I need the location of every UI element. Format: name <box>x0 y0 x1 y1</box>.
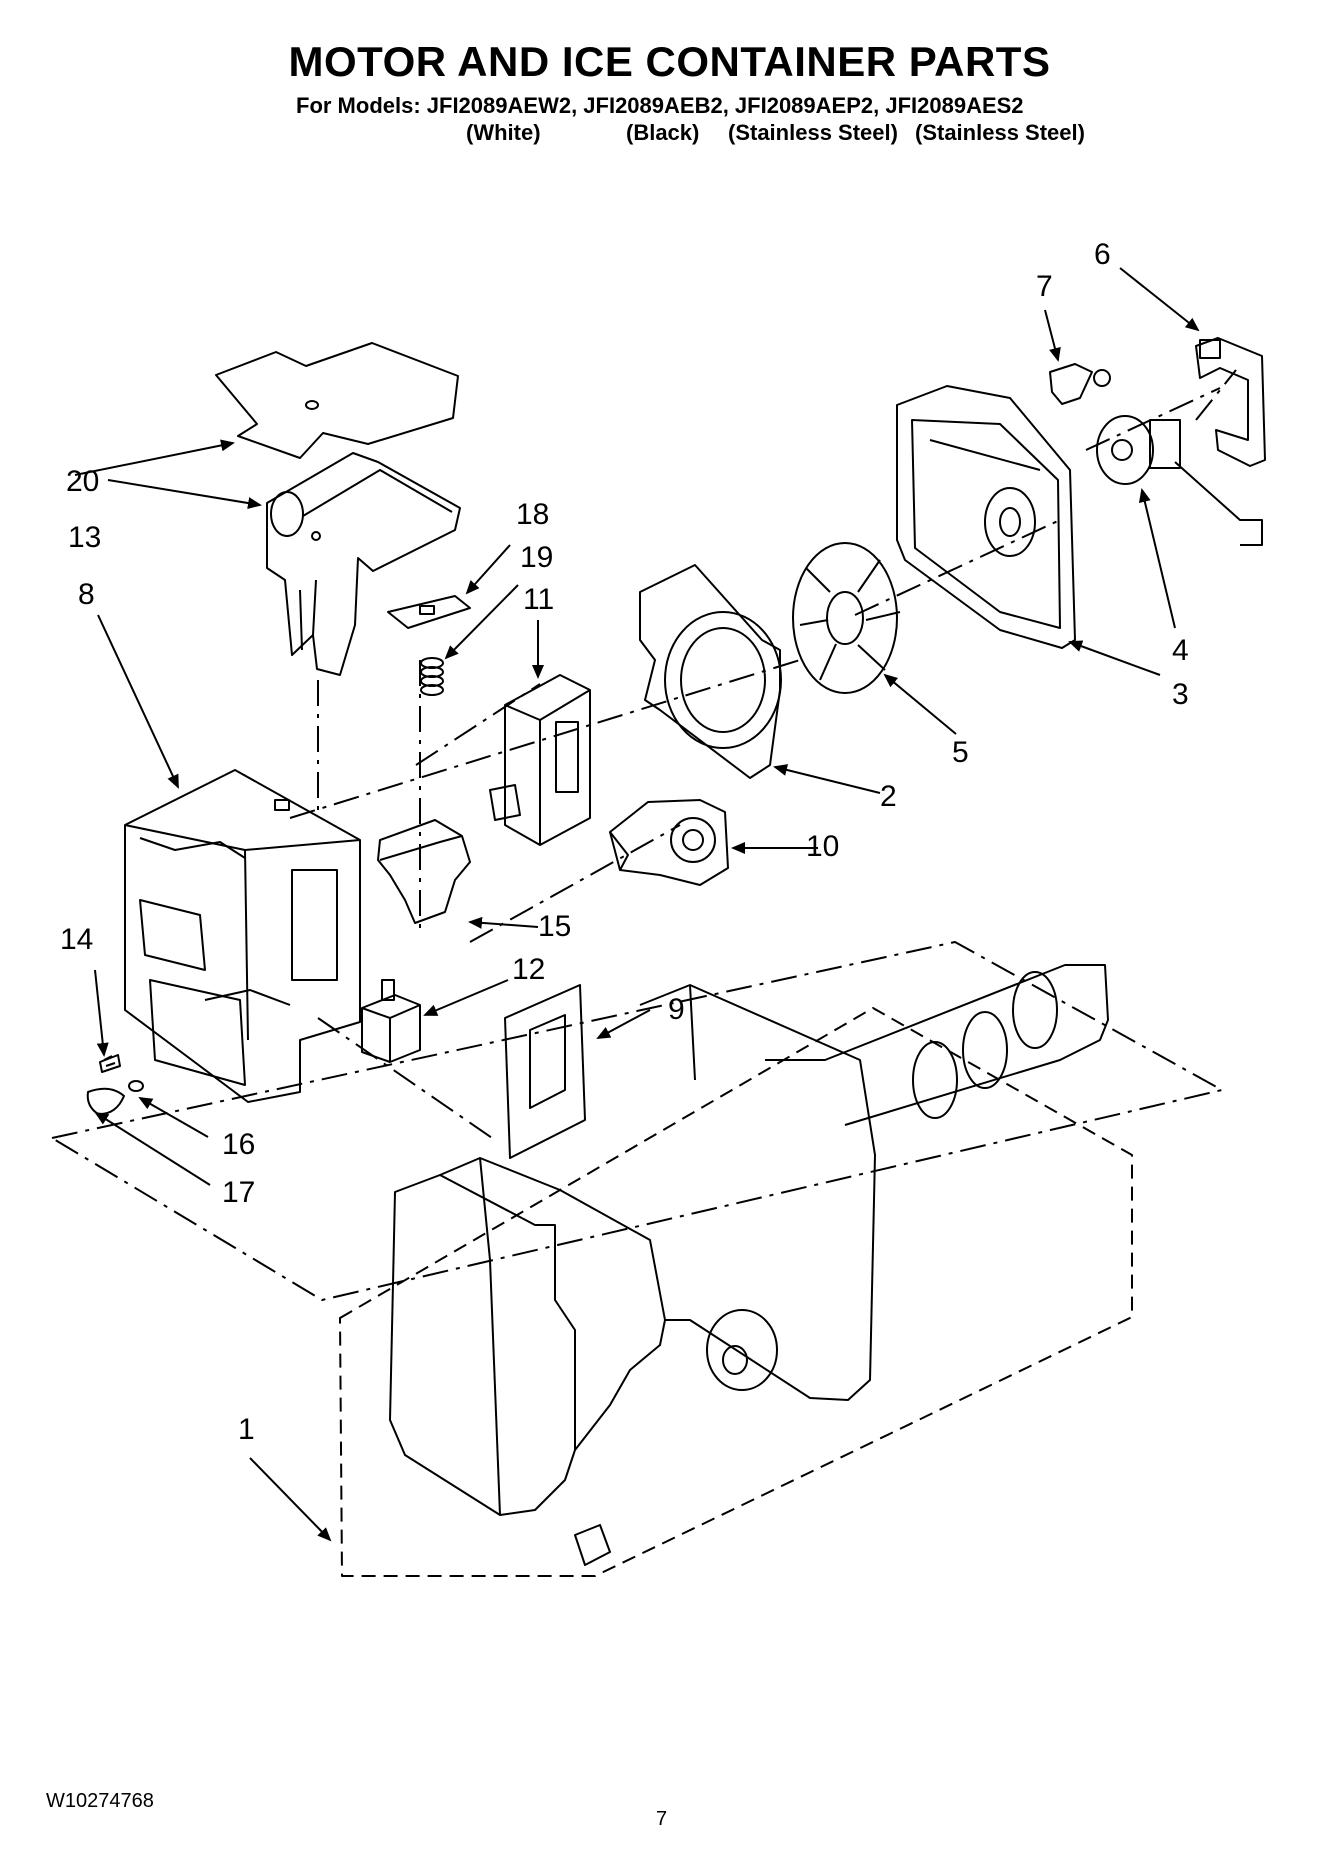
part-18-cap <box>387 595 471 629</box>
callout-4: 4 <box>1172 634 1189 667</box>
callout-6: 6 <box>1094 238 1111 271</box>
part-13-duct <box>266 452 461 676</box>
part-2-shroud <box>639 564 782 779</box>
callout-1: 1 <box>238 1413 255 1446</box>
part-15-plate <box>377 819 471 924</box>
callout-11: 11 <box>523 583 555 616</box>
assembly-outline-dashed <box>51 369 1237 1577</box>
page-title: MOTOR AND ICE CONTAINER PARTS <box>288 38 1051 85</box>
part-12-solenoid <box>361 979 421 1063</box>
callout-5: 5 <box>952 736 969 769</box>
callout-18: 18 <box>516 498 550 531</box>
callout-8: 8 <box>78 578 95 611</box>
models-line: For Models: JFI2089AEW2, JFI2089AEB2, JF… <box>296 93 1024 118</box>
finish-stainless-1: (Stainless Steel) <box>728 120 898 145</box>
finish-white: (White) <box>466 120 541 145</box>
part-3-cover <box>896 385 1076 649</box>
part-4-fan-motor <box>1096 415 1263 546</box>
part-16-washer <box>128 1080 144 1092</box>
document-number: W10274768 <box>46 1790 154 1812</box>
callout-7: 7 <box>1036 270 1053 303</box>
callout-9: 9 <box>668 993 685 1026</box>
part-11-bracket <box>489 674 591 846</box>
callout-3: 3 <box>1172 678 1189 711</box>
callout-15: 15 <box>538 910 572 943</box>
part-9-bezel <box>504 984 586 1159</box>
callout-10: 10 <box>806 830 840 863</box>
part-17-clip <box>86 1087 125 1116</box>
callout-14: 14 <box>60 923 94 956</box>
leader-arrows <box>74 267 1200 1542</box>
callout-20: 20 <box>66 465 100 498</box>
part-8-housing <box>124 769 361 1103</box>
part-5-impeller <box>792 542 901 694</box>
callout-2: 2 <box>880 780 897 813</box>
part-1-ice-container <box>389 964 1109 1566</box>
part-6-bracket <box>1195 337 1266 467</box>
page-number: 7 <box>656 1808 668 1830</box>
callout-12: 12 <box>512 953 546 986</box>
part-20-pad <box>215 342 459 459</box>
part-19-spring <box>420 657 444 696</box>
callout-13: 13 <box>68 521 102 554</box>
part-7-clip <box>1049 363 1111 405</box>
callout-16: 16 <box>222 1128 256 1161</box>
callout-17: 17 <box>222 1176 256 1209</box>
callout-19: 19 <box>520 541 554 574</box>
finish-black: (Black) <box>626 120 700 145</box>
part-10-motor <box>609 799 729 886</box>
part-14-screw <box>99 1054 121 1073</box>
finish-stainless-2: (Stainless Steel) <box>915 120 1085 145</box>
